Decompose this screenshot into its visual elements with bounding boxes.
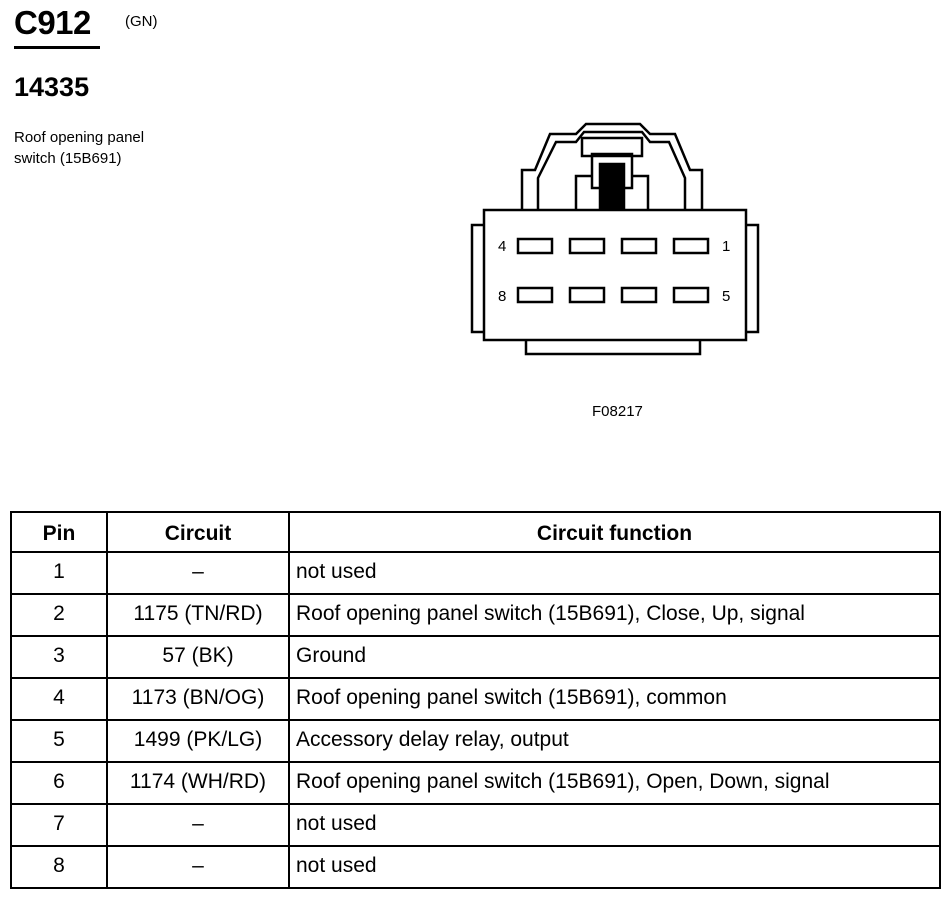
- connector-color-code: (GN): [125, 13, 158, 30]
- pin-label-top-right: 1: [722, 238, 730, 255]
- pin-cavity-4: [516, 237, 554, 255]
- table-row: 8–not used: [10, 845, 941, 889]
- column-header-pin: Pin: [10, 511, 108, 553]
- connector-left-rib: [470, 223, 484, 334]
- circuit-cell: 57 (BK): [106, 635, 290, 679]
- pin-cell: 3: [10, 635, 108, 679]
- circuit-function-cell: Accessory delay relay, output: [288, 719, 941, 763]
- table-header-row: Pin Circuit Circuit function: [10, 511, 941, 553]
- circuit-cell: 1175 (TN/RD): [106, 593, 290, 637]
- circuit-function-cell: not used: [288, 551, 941, 595]
- pin-cavity-7: [568, 286, 606, 304]
- pin-cell: 8: [10, 845, 108, 889]
- connector-latch-inner: [536, 130, 687, 210]
- circuit-function-cell: Roof opening panel switch (15B691), Clos…: [288, 593, 941, 637]
- figure-id: F08217: [592, 403, 643, 420]
- pin-cell: 4: [10, 677, 108, 721]
- connector-latch-button: [598, 162, 626, 210]
- connector-id-underline: [14, 46, 100, 49]
- connector-latch-tab: [580, 136, 644, 158]
- column-header-circuit: Circuit: [106, 511, 290, 553]
- circuit-cell: –: [106, 803, 290, 847]
- circuit-cell: 1174 (WH/RD): [106, 761, 290, 805]
- pin-label-bottom-left: 8: [498, 288, 506, 305]
- connector-latch: [520, 122, 704, 210]
- circuit-cell: 1499 (PK/LG): [106, 719, 290, 763]
- circuit-function-cell: Roof opening panel switch (15B691), comm…: [288, 677, 941, 721]
- pin-cavity-2: [620, 237, 658, 255]
- component-description-line-2: switch (15B691): [14, 150, 122, 167]
- pin-cell: 1: [10, 551, 108, 595]
- circuit-cell: 1173 (BN/OG): [106, 677, 290, 721]
- circuit-cell: –: [106, 551, 290, 595]
- pin-cavity-6: [620, 286, 658, 304]
- connector-latch-guide: [574, 174, 650, 210]
- pin-cavity-1: [672, 237, 710, 255]
- pin-cavity-3: [568, 237, 606, 255]
- pin-label-bottom-right: 5: [722, 288, 730, 305]
- pin-cell: 5: [10, 719, 108, 763]
- connector-right-rib: [746, 223, 760, 334]
- pin-cell: 6: [10, 761, 108, 805]
- table-row: 1–not used: [10, 551, 941, 595]
- part-number: 14335: [14, 72, 90, 102]
- component-description: Roof opening panel switch (15B691): [14, 127, 214, 169]
- connector-face-diagram: 4 1 8 5: [470, 122, 760, 356]
- component-description-line-1: Roof opening panel: [14, 129, 145, 146]
- circuit-function-cell: Roof opening panel switch (15B691), Open…: [288, 761, 941, 805]
- pin-cavity-5: [672, 286, 710, 304]
- connector-base: [524, 340, 702, 356]
- circuit-function-cell: not used: [288, 803, 941, 847]
- pin-cavity-8: [516, 286, 554, 304]
- connector-id: C912: [14, 4, 91, 41]
- pin-cell: 2: [10, 593, 108, 637]
- table-row: 7–not used: [10, 803, 941, 847]
- circuit-function-cell: not used: [288, 845, 941, 889]
- connector-body: [482, 208, 748, 342]
- column-header-circuit-function: Circuit function: [288, 511, 941, 553]
- circuit-function-cell: Ground: [288, 635, 941, 679]
- circuit-cell: –: [106, 845, 290, 889]
- pin-cell: 7: [10, 803, 108, 847]
- pin-label-top-left: 4: [498, 238, 506, 255]
